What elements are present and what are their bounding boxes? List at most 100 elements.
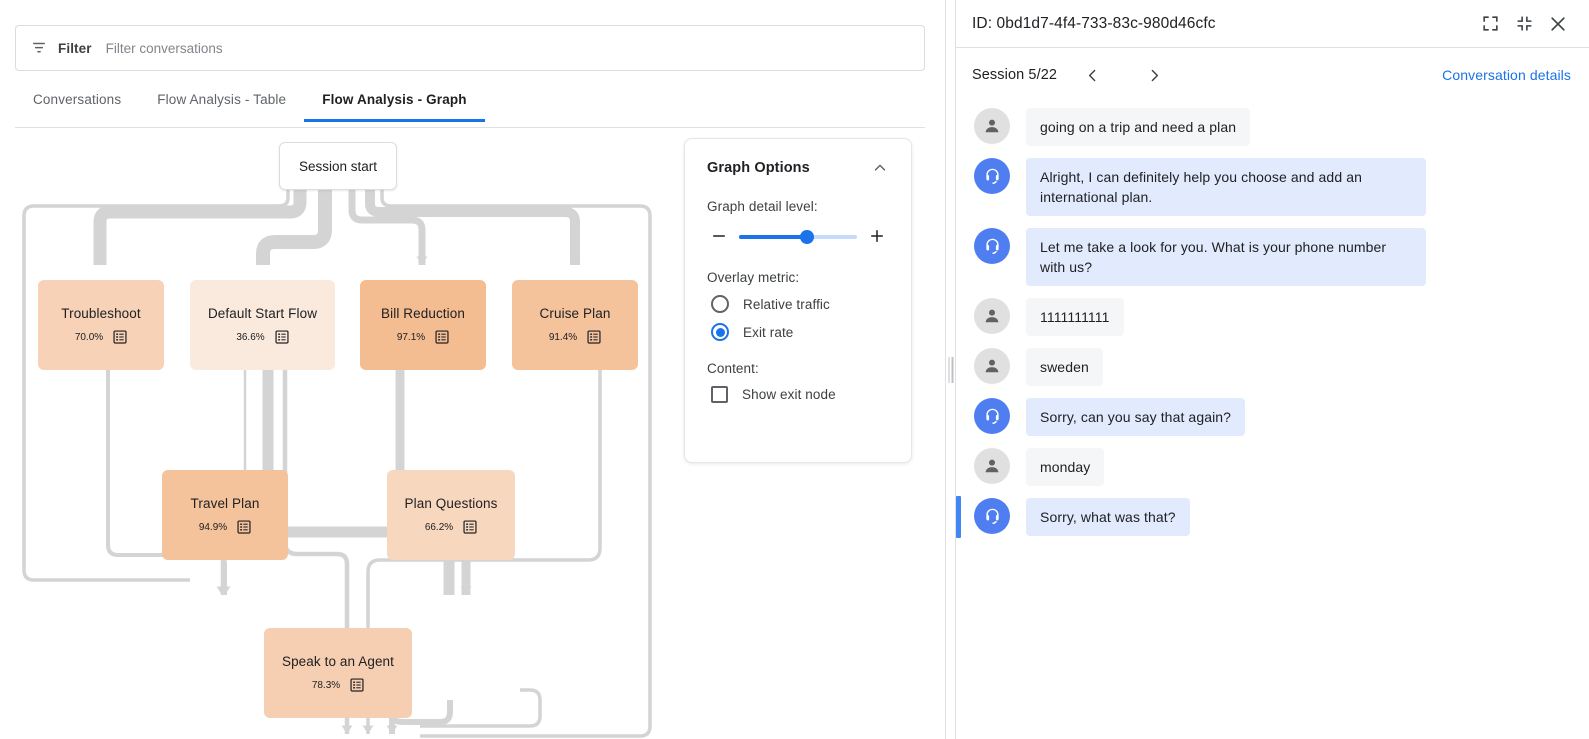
list-icon[interactable] xyxy=(350,678,364,692)
node-bill-reduction[interactable]: Bill Reduction 97.1% xyxy=(360,280,486,370)
detail-level-slider[interactable] xyxy=(739,224,857,248)
node-cruise-plan-pct: 91.4% xyxy=(548,331,578,343)
node-cruise-plan-metrics: 91.4% xyxy=(549,330,601,344)
radio-circle-unchecked xyxy=(711,295,729,313)
tab-flow-analysis-graph[interactable]: Flow Analysis - Graph xyxy=(304,88,486,122)
tab-strip: Conversations Flow Analysis - Table Flow… xyxy=(15,88,925,128)
message-bubble: Sorry, can you say that again? xyxy=(1026,398,1246,436)
node-plan-questions-metrics: 66.2% xyxy=(425,520,477,534)
user-avatar-icon xyxy=(974,298,1010,334)
list-icon[interactable] xyxy=(587,330,601,344)
plus-icon[interactable] xyxy=(865,224,889,248)
pane-resize-handle[interactable] xyxy=(945,0,956,739)
agent-headset-avatar-icon xyxy=(974,498,1010,534)
message-row[interactable]: monday xyxy=(956,442,1573,492)
node-travel-plan-pct: 94.9% xyxy=(198,521,228,533)
radio-relative-traffic-label: Relative traffic xyxy=(743,296,830,312)
list-icon[interactable] xyxy=(435,330,449,344)
list-icon[interactable] xyxy=(113,330,127,344)
node-default-start-flow-label: Default Start Flow xyxy=(207,306,318,321)
checkbox-show-exit-node[interactable]: Show exit node xyxy=(707,386,889,403)
node-troubleshoot-metrics: 70.0% xyxy=(75,330,127,344)
message-bubble: Let me take a look for you. What is your… xyxy=(1026,228,1426,286)
conversation-id: ID: 0bd1d7-4f4-733-83c-980d46cfc xyxy=(972,14,1216,32)
graph-options-title: Graph Options xyxy=(707,160,810,176)
node-travel-plan[interactable]: Travel Plan 94.9% xyxy=(162,470,288,560)
filter-bar[interactable]: Filter xyxy=(15,25,925,71)
message-bubble: Sorry, what was that? xyxy=(1026,498,1190,536)
overlay-metric-label: Overlay metric: xyxy=(707,270,800,285)
checkbox-show-exit-node-label: Show exit node xyxy=(742,387,836,402)
node-speak-to-an-agent[interactable]: Speak to an Agent 78.3% xyxy=(264,628,412,718)
radio-exit-rate[interactable]: Exit rate xyxy=(707,323,889,341)
content-label: Content: xyxy=(707,361,759,376)
graph-options-panel: Graph Options Graph detail level: xyxy=(684,138,912,463)
node-troubleshoot-pct: 70.0% xyxy=(74,331,104,343)
radio-exit-rate-label: Exit rate xyxy=(743,324,794,340)
expand-fullscreen-icon[interactable] xyxy=(1473,7,1507,41)
chevron-up-icon[interactable] xyxy=(871,159,889,177)
user-avatar-icon xyxy=(974,348,1010,384)
checkbox-square-unchecked xyxy=(711,386,728,403)
tab-conversations[interactable]: Conversations xyxy=(33,92,122,107)
close-icon[interactable] xyxy=(1541,7,1575,41)
node-bill-reduction-metrics: 97.1% xyxy=(397,330,449,344)
conversation-pane: ID: 0bd1d7-4f4-733-83c-980d46cfc Session… xyxy=(956,0,1589,739)
chevron-right-icon[interactable] xyxy=(1137,58,1171,92)
chevron-left-icon[interactable] xyxy=(1075,58,1109,92)
session-navigation: Session 5/22 Conversation details xyxy=(956,48,1589,102)
conversation-details-link[interactable]: Conversation details xyxy=(1442,67,1571,83)
detail-level-slider-row xyxy=(707,224,889,248)
graph-options-header[interactable]: Graph Options xyxy=(707,159,889,177)
node-plan-questions[interactable]: Plan Questions 66.2% xyxy=(387,470,515,560)
message-bubble: 1111111111 xyxy=(1026,298,1124,336)
radio-relative-traffic[interactable]: Relative traffic xyxy=(707,295,889,313)
node-cruise-plan-label: Cruise Plan xyxy=(539,306,611,321)
filter-input[interactable] xyxy=(105,40,910,56)
node-bill-reduction-label: Bill Reduction xyxy=(381,306,465,321)
node-travel-plan-metrics: 94.9% xyxy=(199,520,251,534)
message-row[interactable]: sweden xyxy=(956,342,1573,392)
node-speak-to-an-agent-label: Speak to an Agent xyxy=(281,654,395,669)
message-bubble: going on a trip and need a plan xyxy=(1026,108,1251,146)
message-row[interactable]: 1111111111 xyxy=(956,292,1573,342)
tab-flow-analysis-table[interactable]: Flow Analysis - Table xyxy=(157,92,287,107)
list-icon[interactable] xyxy=(275,330,289,344)
list-icon[interactable] xyxy=(237,520,251,534)
node-default-start-flow[interactable]: Default Start Flow 36.6% xyxy=(190,280,335,370)
message-row[interactable]: Alright, I can definitely help you choos… xyxy=(956,152,1573,222)
node-plan-questions-label: Plan Questions xyxy=(404,496,498,511)
message-row[interactable]: Sorry, what was that? xyxy=(956,492,1573,542)
user-avatar-icon xyxy=(974,448,1010,484)
slider-fill xyxy=(739,234,808,239)
user-avatar-icon xyxy=(974,108,1010,144)
message-row[interactable]: Sorry, can you say that again? xyxy=(956,392,1573,442)
message-bubble: sweden xyxy=(1026,348,1103,386)
minus-icon[interactable] xyxy=(707,224,731,248)
node-troubleshoot[interactable]: Troubleshoot 70.0% xyxy=(38,280,164,370)
message-bubble: Alright, I can definitely help you choos… xyxy=(1026,158,1426,216)
slider-thumb[interactable] xyxy=(800,229,815,244)
resize-grip-icon xyxy=(948,356,953,383)
collapse-fullscreen-icon[interactable] xyxy=(1507,7,1541,41)
session-counter: Session 5/22 xyxy=(972,67,1058,83)
node-troubleshoot-label: Troubleshoot xyxy=(61,306,141,321)
node-cruise-plan[interactable]: Cruise Plan 91.4% xyxy=(512,280,638,370)
flow-analysis-pane: Filter Conversations Flow Analysis - Tab… xyxy=(0,25,945,739)
node-default-start-flow-metrics: 36.6% xyxy=(236,330,289,344)
message-row[interactable]: going on a trip and need a plan xyxy=(956,102,1573,152)
flow-graph-canvas[interactable]: Session start Troubleshoot 70.0% Default… xyxy=(0,130,945,739)
agent-headset-avatar-icon xyxy=(974,228,1010,264)
agent-headset-avatar-icon xyxy=(974,398,1010,434)
message-bubble: monday xyxy=(1026,448,1105,486)
node-session-start[interactable]: Session start xyxy=(279,142,397,190)
list-icon[interactable] xyxy=(463,520,477,534)
node-session-start-label: Session start xyxy=(298,158,378,174)
message-row[interactable]: Let me take a look for you. What is your… xyxy=(956,222,1573,292)
node-travel-plan-label: Travel Plan xyxy=(190,496,260,511)
detail-level-label: Graph detail level: xyxy=(707,199,818,214)
node-plan-questions-pct: 66.2% xyxy=(424,521,454,533)
node-default-start-flow-pct: 36.6% xyxy=(236,331,265,343)
agent-headset-avatar-icon xyxy=(974,158,1010,194)
